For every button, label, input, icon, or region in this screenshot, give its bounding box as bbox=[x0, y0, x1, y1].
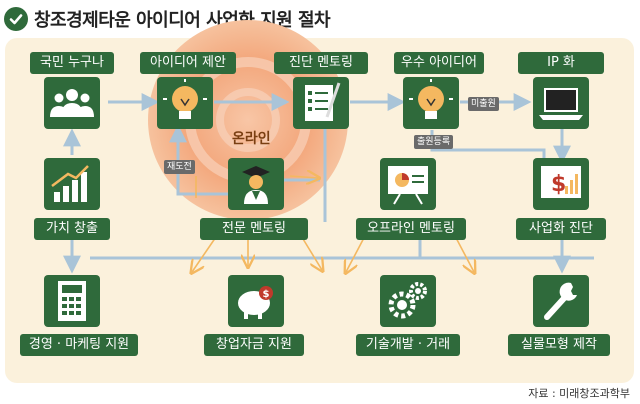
dollar-chart-icon: $ bbox=[533, 158, 589, 210]
label-ip: IP 화 bbox=[518, 52, 604, 74]
people-icon bbox=[44, 77, 100, 129]
label-diagnosis: 진단 멘토링 bbox=[274, 52, 368, 74]
checklist-icon bbox=[293, 77, 349, 129]
label-marketing: 경영 · 마케팅 지원 bbox=[20, 334, 138, 356]
tag-filed: 출원등록 bbox=[414, 135, 454, 149]
svg-text:$: $ bbox=[263, 289, 270, 300]
tag-resubmit: 재도전 bbox=[164, 160, 195, 174]
wrench-icon bbox=[533, 275, 589, 327]
presentation-board-icon bbox=[380, 158, 436, 210]
label-best-idea: 우수 아이디어 bbox=[394, 52, 484, 74]
label-offline: 오프라인 멘토링 bbox=[356, 218, 466, 240]
growth-chart-icon bbox=[44, 158, 100, 210]
source-note: 자료 : 미래창조과학부 bbox=[528, 387, 630, 400]
label-tech: 기술개발 · 거래 bbox=[356, 334, 460, 356]
svg-text:$: $ bbox=[551, 172, 566, 197]
lightbulb-icon bbox=[403, 77, 459, 129]
graduate-icon bbox=[228, 158, 284, 210]
laptop-icon bbox=[533, 77, 589, 129]
label-biz-diagnosis: 사업화 진단 bbox=[516, 218, 606, 240]
label-expert: 전문 멘토링 bbox=[200, 218, 308, 240]
label-prototype: 실물모형 제작 bbox=[508, 334, 610, 356]
online-label: 온라인 bbox=[232, 131, 271, 147]
piggy-bank-icon: $ bbox=[228, 275, 284, 327]
label-idea-proposal: 아이디어 제안 bbox=[140, 52, 236, 74]
calculator-icon bbox=[44, 275, 100, 327]
gears-icon bbox=[380, 275, 436, 327]
label-everyone: 국민 누구나 bbox=[30, 52, 114, 74]
label-funding: 창업자금 지원 bbox=[204, 334, 304, 356]
tag-not-filed: 미출원 bbox=[468, 97, 499, 111]
label-value-creation: 가치 창출 bbox=[34, 218, 110, 240]
check-icon bbox=[4, 7, 28, 31]
lightbulb-icon bbox=[157, 77, 213, 129]
